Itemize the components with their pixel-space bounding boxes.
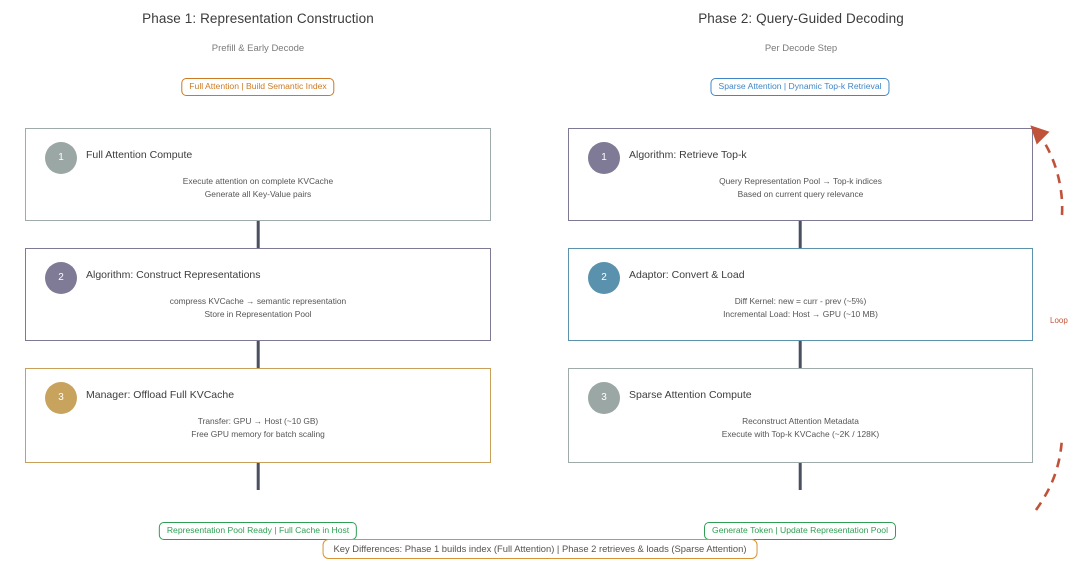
phase-2-step-1-line-1: Query Representation Pool → Top-k indice… <box>719 176 882 186</box>
phase-1-step-1-body: Execute attention on complete KVCache Ge… <box>26 175 490 201</box>
phase-2-step-1-box[interactable]: 1 Algorithm: Retrieve Top-k Query Repres… <box>568 128 1033 221</box>
phase-1-subtitle: Prefill & Early Decode <box>211 43 305 54</box>
phase-2-step-2-number: 2 <box>588 262 620 294</box>
phase-2-connector-1-2 <box>798 221 802 248</box>
phase-2-step-3-number: 3 <box>588 382 620 414</box>
phase-2-step-1-body: Query Representation Pool → Top-k indice… <box>569 175 1032 201</box>
phase-2-step-1-line-2: Based on current query relevance <box>737 189 864 200</box>
phase-1-step-2-box[interactable]: 2 Algorithm: Construct Representations c… <box>25 248 491 341</box>
phase-1-step-3-number: 3 <box>45 382 77 414</box>
phase-1-step-3-body: Transfer: GPU → Host (~10 GB) Free GPU m… <box>26 415 490 441</box>
phase-1-step-2-number: 2 <box>45 262 77 294</box>
phase-1-result-pill: Representation Pool Ready | Full Cache i… <box>158 522 358 540</box>
phase-2-step-2-line-2: Incremental Load: Host → GPU (~10 MB) <box>723 309 878 320</box>
phase-2-step-3-line-1: Reconstruct Attention Metadata <box>742 416 859 426</box>
phase-2-step-1-title: Algorithm: Retrieve Top-k <box>629 149 747 161</box>
phase-1-step-2-body: compress KVCache → semantic representati… <box>26 295 490 321</box>
phase-1-step-1-line-2: Generate all Key-Value pairs <box>204 189 312 200</box>
phase-2-result-pill: Generate Token | Update Representation P… <box>704 522 896 540</box>
phase-1-connector-2-3 <box>256 341 260 368</box>
phase-1-step-2-line-1: compress KVCache → semantic representati… <box>169 296 347 306</box>
phase-1-step-3-line-2: Free GPU memory for batch scaling <box>191 429 325 440</box>
phase-2-step-3-body: Reconstruct Attention Metadata Execute w… <box>569 415 1032 441</box>
phase-1-connector-3-footer <box>256 463 260 490</box>
phase-2-mode-pill: Sparse Attention | Dynamic Top-k Retriev… <box>710 78 890 96</box>
phase-2-step-2-body: Diff Kernel: new = curr - prev (~5%) Inc… <box>569 295 1032 321</box>
phase-1-mode-pill: Full Attention | Build Semantic Index <box>181 78 335 96</box>
phase-1-title: Phase 1: Representation Construction <box>142 11 374 26</box>
phase-2-connector-3-footer <box>798 463 802 490</box>
phase-1-step-3-line-1: Transfer: GPU → Host (~10 GB) <box>197 416 319 426</box>
phase-1-step-1-box[interactable]: 1 Full Attention Compute Execute attenti… <box>25 128 491 221</box>
phase-1-step-1-line-1: Execute attention on complete KVCache <box>182 176 334 186</box>
phase-1-step-1-number: 1 <box>45 142 77 174</box>
phase-2-step-1-number: 1 <box>588 142 620 174</box>
phase-2-step-2-line-1: Diff Kernel: new = curr - prev (~5%) <box>734 296 867 306</box>
phase-1-step-1-title: Full Attention Compute <box>86 149 193 161</box>
phase-2-connector-2-3 <box>798 341 802 368</box>
phase-2-step-2-title: Adaptor: Convert & Load <box>629 269 745 281</box>
phase-2-title: Phase 2: Query-Guided Decoding <box>698 11 904 26</box>
phase-1-connector-1-2 <box>256 221 260 248</box>
phase-1-step-3-title: Manager: Offload Full KVCache <box>86 389 235 401</box>
phase-1-step-2-line-2: Store in Representation Pool <box>204 309 312 320</box>
phase-2-step-3-title: Sparse Attention Compute <box>629 389 752 401</box>
phase-2-step-3-line-2: Execute with Top-k KVCache (~2K / 128K) <box>721 429 880 440</box>
loop-label: Loop <box>1050 316 1068 325</box>
phase-2-step-3-box[interactable]: 3 Sparse Attention Compute Reconstruct A… <box>568 368 1033 463</box>
phase-1-step-2-title: Algorithm: Construct Representations <box>86 269 261 281</box>
phase-1-step-3-box[interactable]: 3 Manager: Offload Full KVCache Transfer… <box>25 368 491 463</box>
loop-arrow-icon <box>1030 125 1064 511</box>
key-differences-note: Key Differences: Phase 1 builds index (F… <box>322 539 758 560</box>
phase-2-subtitle: Per Decode Step <box>764 43 838 54</box>
phase-2-step-2-box[interactable]: 2 Adaptor: Convert & Load Diff Kernel: n… <box>568 248 1033 341</box>
